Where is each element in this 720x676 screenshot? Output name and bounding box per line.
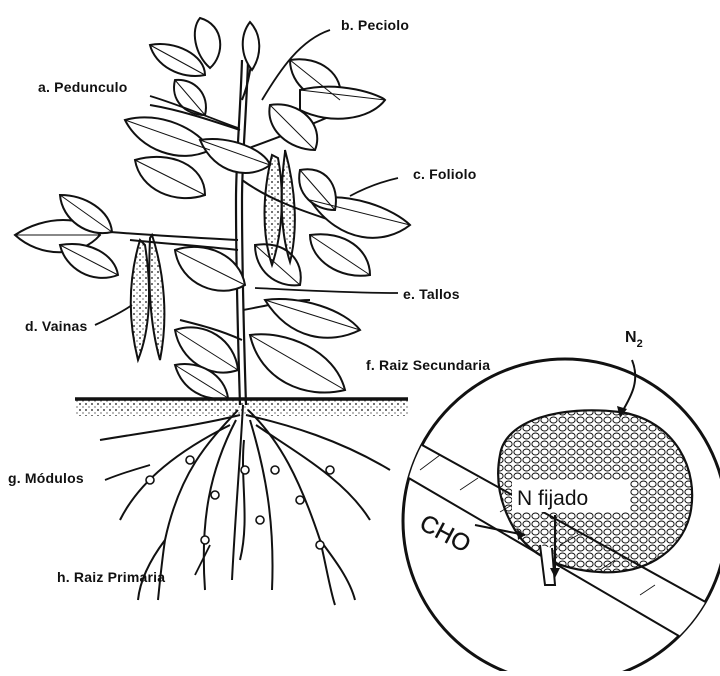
n-fijado-label: N fijado <box>517 487 588 510</box>
modulos-leader <box>105 465 150 480</box>
main-stem <box>236 60 248 405</box>
raiz-primaria-leader <box>195 545 210 575</box>
label-peciolo: b. Peciolo <box>341 17 409 33</box>
label-raiz-primaria: h. Raiz Primaria <box>57 569 165 585</box>
foliolo-leader <box>350 178 398 196</box>
label-foliolo: c. Foliolo <box>413 166 476 182</box>
label-modulos: g. Módulos <box>8 470 84 486</box>
label-pedunculo: a. Pedunculo <box>38 79 128 95</box>
label-tallos: e. Tallos <box>403 286 460 302</box>
label-raiz-secundaria: f. Raiz Secundaria <box>366 357 490 373</box>
soil <box>75 398 408 416</box>
label-vainas: d. Vainas <box>25 318 88 334</box>
nodule-inset: N fijado CHO N2 <box>395 329 720 671</box>
vainas-leader <box>95 305 132 325</box>
n2-label: N2 <box>625 329 643 350</box>
tallos-leader <box>255 288 398 293</box>
leaves <box>15 18 410 399</box>
